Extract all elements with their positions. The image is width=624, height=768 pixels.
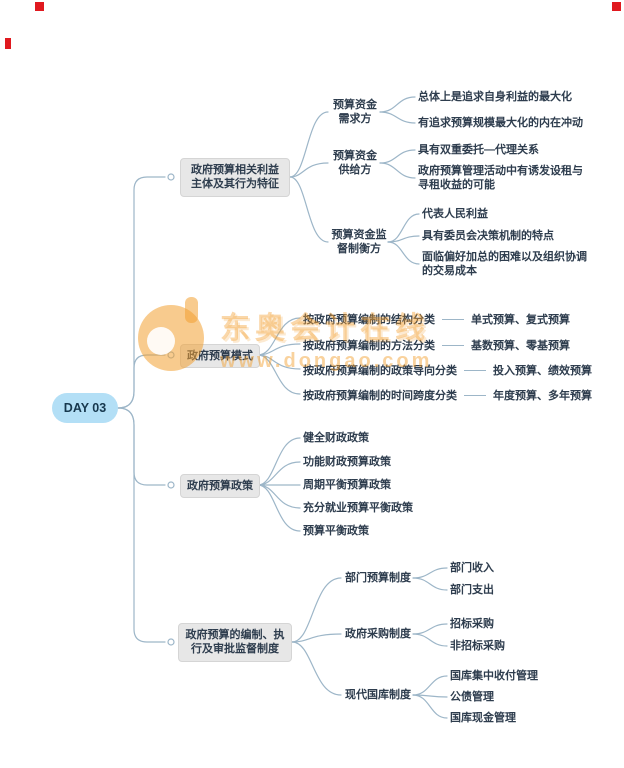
subtopic-government-procurement-system: 政府采购制度 xyxy=(345,628,411,640)
connector-dash xyxy=(464,369,486,371)
subtopic-structure-classification: 按政府预算编制的结构分类 xyxy=(303,314,435,326)
leaf-rent-seeking-possibility: 政府预算管理活动中有诱发设租与寻租收益的可能 xyxy=(418,165,583,192)
topic-budget-policies: 政府预算政策 xyxy=(180,474,260,499)
subtopic-department-budget-system: 部门预算制度 xyxy=(345,572,411,584)
connector-dash xyxy=(442,318,464,320)
root-node-day03: DAY 03 xyxy=(52,393,118,423)
leaf-represent-people: 代表人民利益 xyxy=(422,208,488,220)
leaf-cyclical-balance-budget-policy: 周期平衡预算政策 xyxy=(303,479,391,491)
crop-mark-top-right xyxy=(612,2,621,11)
leaf-non-tender-procurement: 非招标采购 xyxy=(450,640,505,652)
leaf-preference-aggregation-cost: 面临偏好加总的困难以及组织协调的交易成本 xyxy=(422,251,587,278)
subtopic-fund-demand-side: 预算资金需求方 xyxy=(333,99,377,126)
leaf-functional-fiscal-budget-policy: 功能财政预算政策 xyxy=(303,456,391,468)
leaf-self-interest-max: 总体上是追求自身利益的最大化 xyxy=(418,91,572,103)
leaf-committee-decision: 具有委员会决策机制的特点 xyxy=(422,230,554,242)
leaf-base-zero-budget: 基数预算、零基预算 xyxy=(471,340,570,352)
leaf-department-revenue: 部门收入 xyxy=(450,562,494,574)
topic-budget-compilation-supervision: 政府预算的编制、执行及审批监督制度 xyxy=(178,623,292,662)
crop-mark-left-edge xyxy=(5,38,11,49)
leaf-budget-balance-policy: 预算平衡政策 xyxy=(303,525,369,537)
connector-dash xyxy=(442,344,464,346)
leaf-treasury-cash-management: 国库现金管理 xyxy=(450,712,516,724)
leaf-annual-multiyear-budget: 年度预算、多年预算 xyxy=(493,390,592,402)
leaf-department-expenditure: 部门支出 xyxy=(450,584,494,596)
leaf-treasury-centralized-payment: 国库集中收付管理 xyxy=(450,670,538,682)
leaf-budget-scale-impulse: 有追求预算规模最大化的内在冲动 xyxy=(418,117,583,129)
subtopic-time-span-classification: 按政府预算编制的时间跨度分类 xyxy=(303,390,457,402)
mode-row-structure: 按政府预算编制的结构分类 单式预算、复式预算 xyxy=(303,311,570,327)
subtopic-fund-supply-side: 预算资金供给方 xyxy=(333,150,377,177)
mode-row-method: 按政府预算编制的方法分类 基数预算、零基预算 xyxy=(303,337,570,353)
subtopic-supervision-side: 预算资金监督制衡方 xyxy=(331,229,387,256)
leaf-tender-procurement: 招标采购 xyxy=(450,618,494,630)
leaf-dual-principal-agent: 具有双重委托—代理关系 xyxy=(418,144,539,156)
leaf-sound-fiscal-policy: 健全财政政策 xyxy=(303,432,369,444)
leaf-public-debt-management: 公债管理 xyxy=(450,691,494,703)
topic-budget-stakeholders: 政府预算相关利益主体及其行为特征 xyxy=(180,158,290,197)
leaf-single-double-budget: 单式预算、复式预算 xyxy=(471,314,570,326)
mode-row-time-span: 按政府预算编制的时间跨度分类 年度预算、多年预算 xyxy=(303,387,592,403)
subtopic-modern-treasury-system: 现代国库制度 xyxy=(345,689,411,701)
topic-budget-modes: 政府预算模式 xyxy=(180,344,260,369)
subtopic-policy-orientation-classification: 按政府预算编制的政策导向分类 xyxy=(303,365,457,377)
connector-dash xyxy=(464,394,486,396)
crop-mark-top-left xyxy=(35,2,44,11)
leaf-full-employment-balance-policy: 充分就业预算平衡政策 xyxy=(303,502,413,514)
leaf-input-performance-budget: 投入预算、绩效预算 xyxy=(493,365,592,377)
mode-row-policy-orientation: 按政府预算编制的政策导向分类 投入预算、绩效预算 xyxy=(303,362,592,378)
subtopic-method-classification: 按政府预算编制的方法分类 xyxy=(303,340,435,352)
